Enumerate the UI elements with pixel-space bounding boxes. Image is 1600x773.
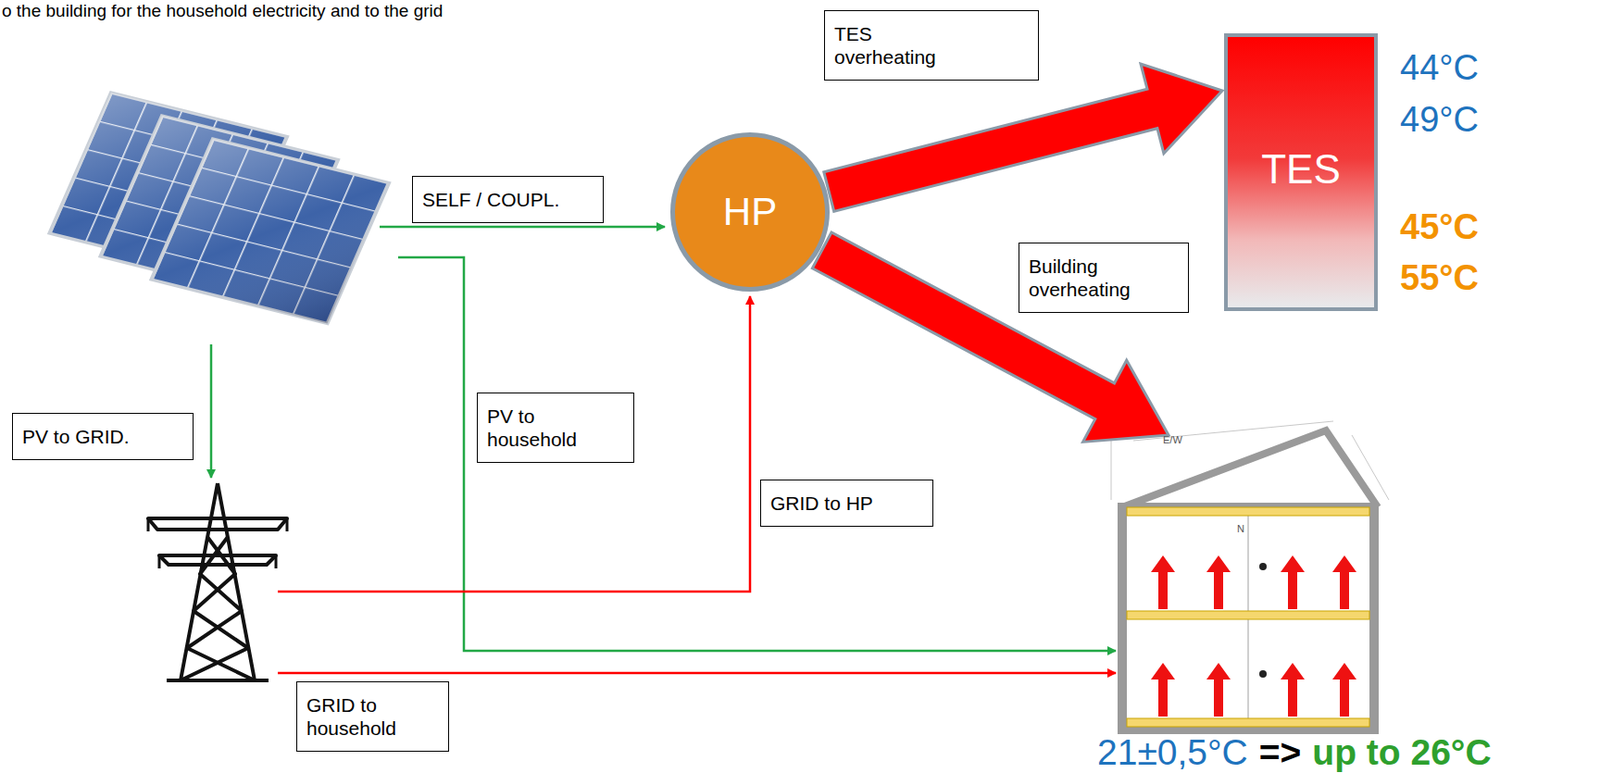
temperature: 55°C [1400,260,1479,296]
heat-arrow [1332,555,1357,610]
heat-arrow [1150,555,1175,610]
node-text: TES [1227,146,1375,193]
callout-box: GRID to household [296,681,450,752]
dot [1259,562,1267,571]
temperature: 44°C [1400,50,1479,86]
node-text: HP [723,189,777,235]
node-text: PV to GRID. [22,425,184,449]
dot [1259,670,1267,678]
flow-lines [211,226,1116,674]
orientation-mark: N [1237,524,1245,535]
node-text: PV to household [487,404,591,451]
node-text: Building overheating [1028,254,1145,301]
setpoint-row: 21±0,5°C => up to 26°C [1097,734,1492,771]
grid-to-hp-line [277,296,750,592]
pv-to-hp-line [379,225,665,229]
roof [1122,430,1378,508]
node-text: TES overheating [834,22,955,69]
node-text: GRID to HP [770,491,924,515]
floor-slab [1126,507,1370,516]
grid-pylon [148,483,288,681]
pylon-legs [166,483,269,681]
pylon-brace [187,537,255,681]
heat-arrow [1332,662,1357,717]
node-text: GRID to household [306,693,411,740]
callout-box: TES overheating [824,10,1039,81]
pv-panels [49,92,389,325]
pv-sheen [151,138,390,325]
building [1111,421,1389,730]
pv-to-grid-line [210,344,213,478]
heat-arrow [1150,662,1175,717]
heat-arrow [1280,662,1305,717]
setpoint: up to 26°C [1312,734,1491,771]
floor-slab [1126,718,1370,727]
callout-box: PV to household [476,392,635,463]
heat-arrow [1206,555,1231,610]
heat-flow-arrow [824,63,1223,212]
pylon-arms [148,518,288,565]
arrow-text: => [1259,734,1302,771]
cut-caption: o the building for the household electri… [1,1,443,20]
pylon-insulators [148,518,288,569]
pv-panel [151,138,390,325]
drawing-part [151,138,390,325]
callout-box: GRID to HP [760,479,934,527]
callout-box: PV to GRID. [12,412,194,461]
grid-to-household-line [277,672,1116,675]
heat-pump-circle: HP [670,132,830,292]
callout-box: SELF / COUPL. [412,175,604,224]
orientation-mark: E/W [1162,435,1183,446]
node-text: SELF / COUPL. [422,187,594,212]
temperature: 49°C [1400,101,1479,138]
temperature: 45°C [1400,209,1479,245]
walls [1122,507,1375,730]
callout-box: Building overheating [1018,242,1189,313]
storage-tank: TES [1224,33,1378,312]
setpoint: 21±0,5°C [1097,734,1249,771]
heat-arrow [1280,555,1305,610]
floor-slab [1126,611,1370,620]
heat-arrow [1206,662,1231,717]
